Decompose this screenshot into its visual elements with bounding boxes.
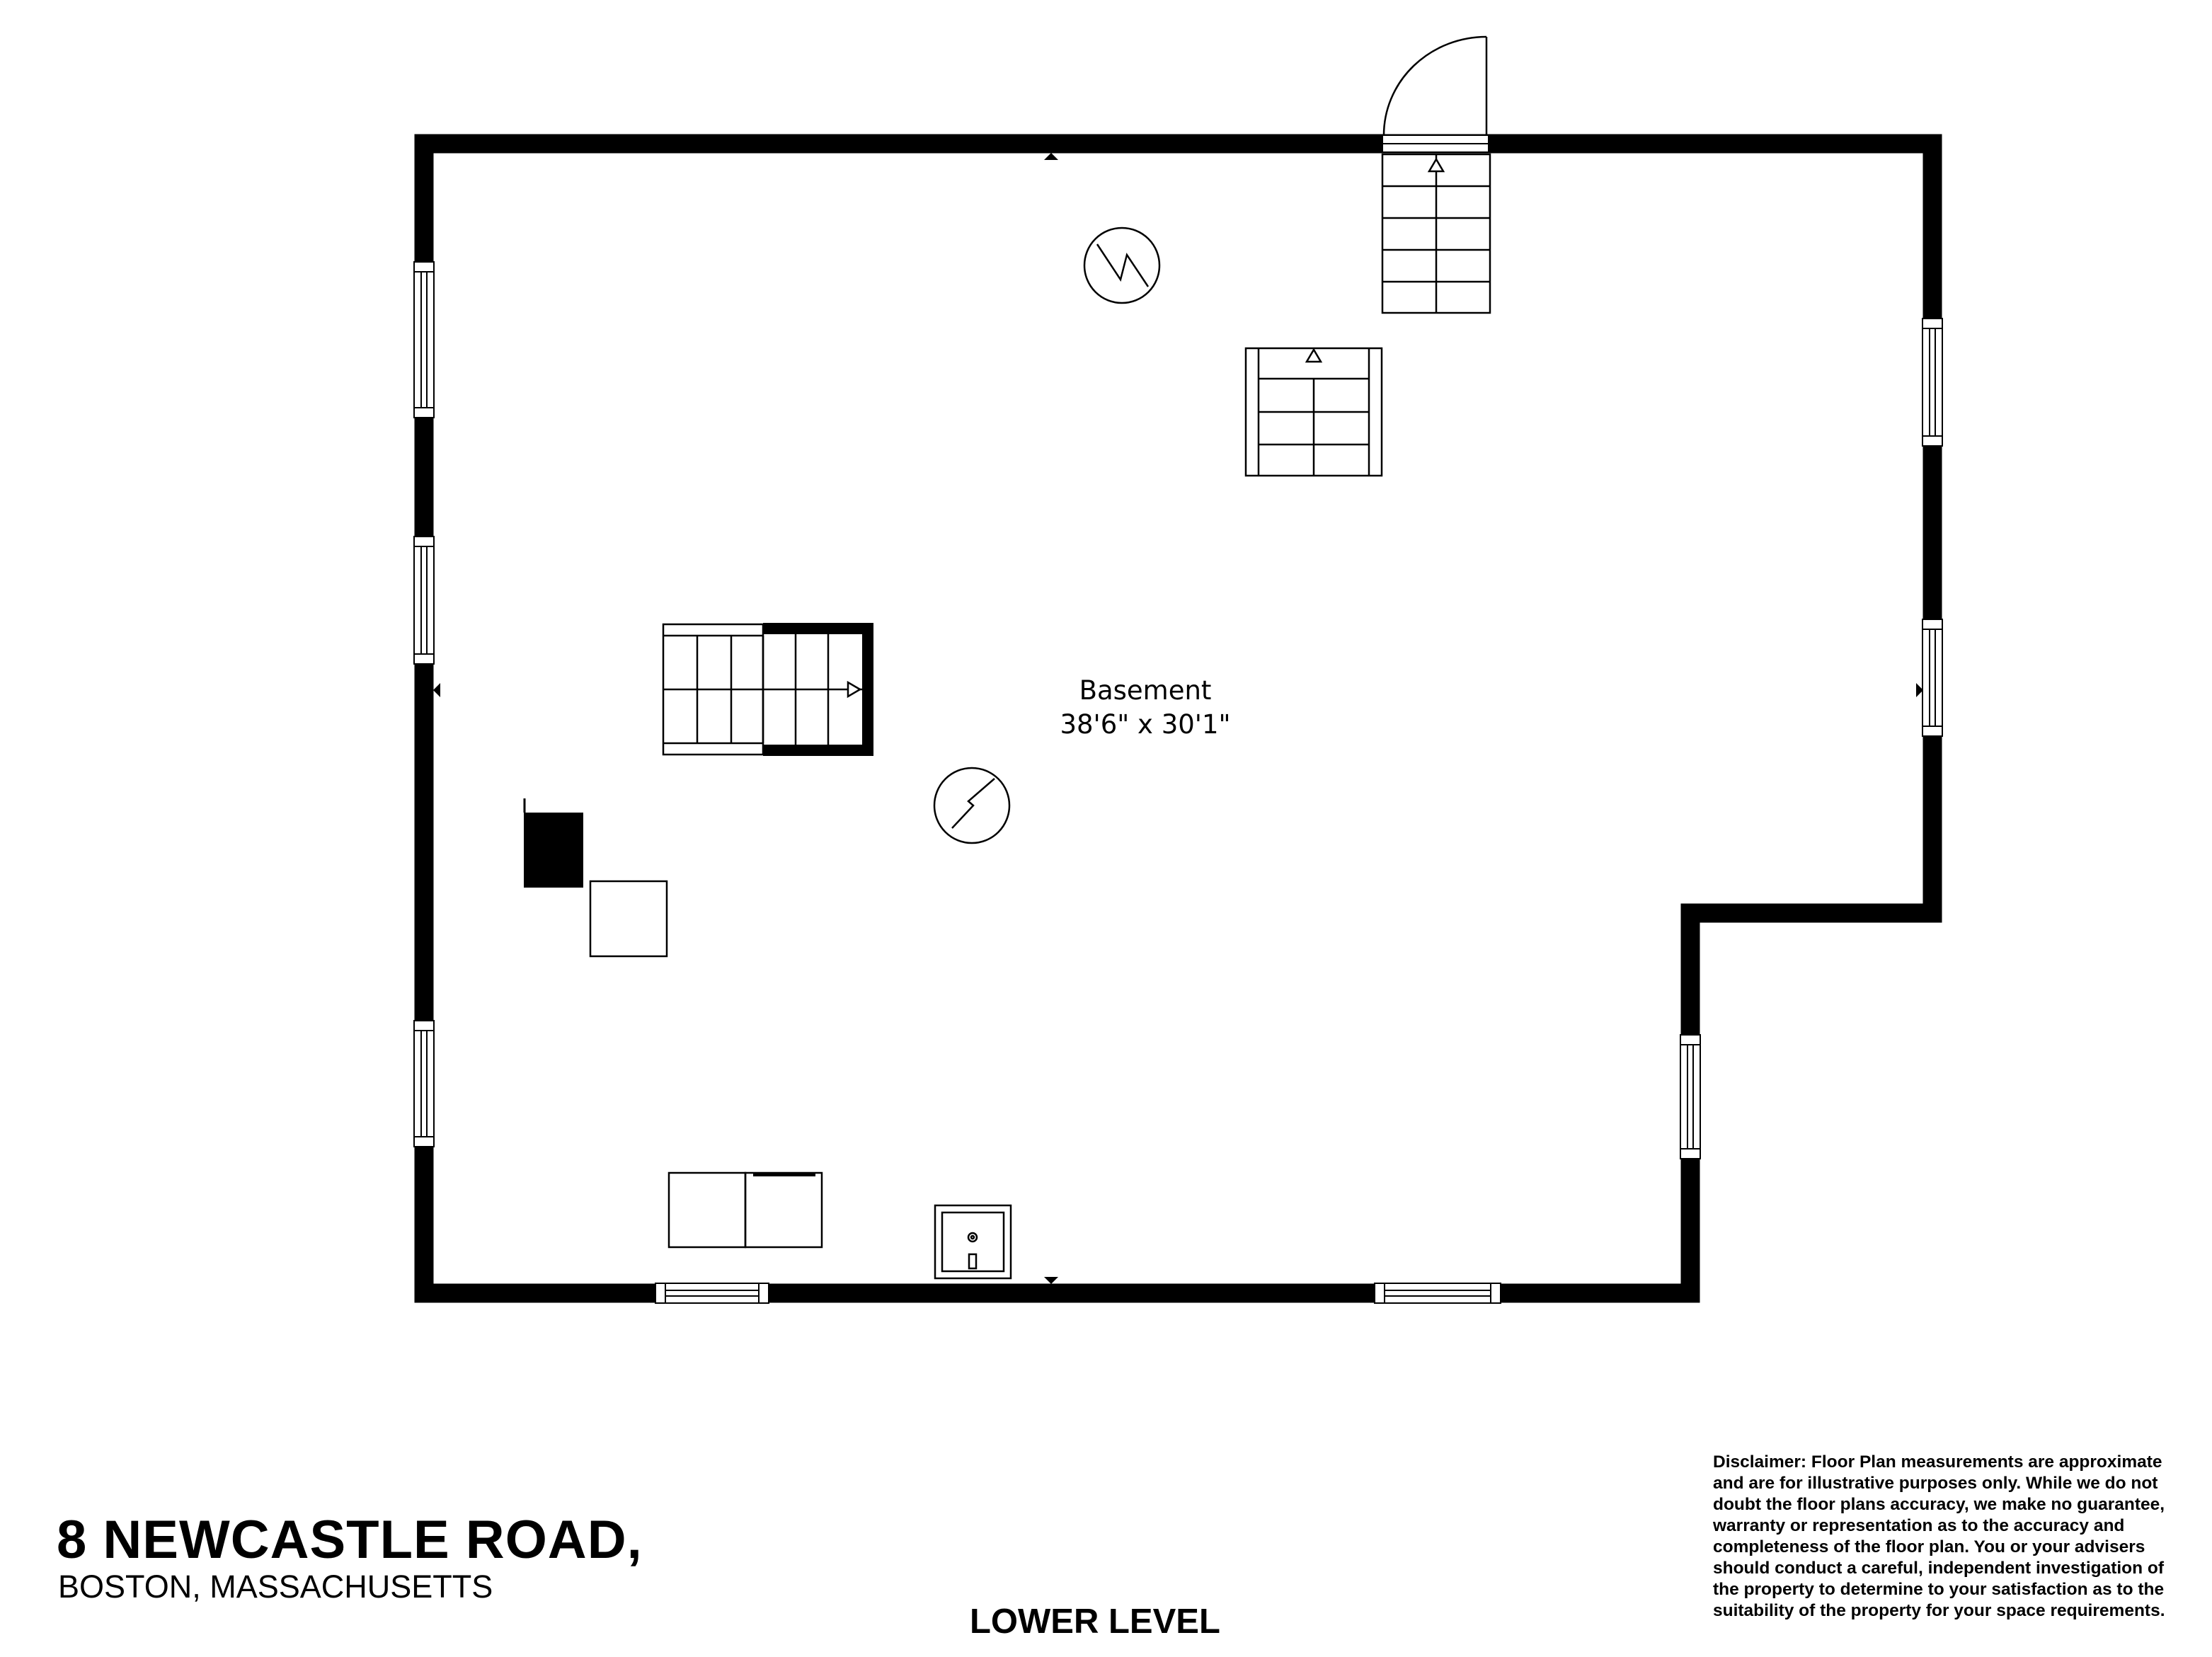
disclaimer-text: Disclaimer: Floor Plan measurements are … [1713, 1452, 2165, 1620]
electrical-symbol [933, 767, 1011, 844]
room-dimensions-label: 38'6" x 30'1" [1060, 709, 1230, 740]
stairs-entry [1381, 153, 1491, 314]
stairs-left [662, 623, 873, 756]
window-right-1 [1922, 318, 1943, 447]
address-line-1: 8 NEWCASTLE ROAD, [57, 1510, 643, 1570]
stairs-middle [1244, 347, 1383, 477]
window-left-1 [413, 261, 435, 418]
window-bottom-2 [1374, 1283, 1501, 1304]
window-left-2 [413, 536, 435, 665]
window-right-3 [1680, 1034, 1701, 1159]
window-right-2 [1922, 619, 1943, 737]
water-heater-symbol [1083, 227, 1161, 304]
utility-sink [934, 1204, 1012, 1280]
measure-marker-top [1044, 153, 1058, 160]
room-name-label: Basement [1079, 675, 1212, 706]
floor-level-label: LOWER LEVEL [970, 1602, 1220, 1641]
address-line-2: BOSTON, MASSACHUSETTS [58, 1569, 493, 1605]
measure-marker-right [1916, 683, 1923, 697]
appliance-square [589, 880, 668, 958]
washer-dryer [667, 1171, 823, 1249]
exterior-walls [414, 134, 1942, 1303]
window-left-3 [413, 1020, 435, 1147]
entry-door [1382, 35, 1489, 153]
measure-marker-left [433, 683, 440, 697]
appliance-dark [523, 798, 583, 888]
measure-marker-bottom [1044, 1277, 1058, 1284]
window-bottom-1 [655, 1283, 769, 1304]
